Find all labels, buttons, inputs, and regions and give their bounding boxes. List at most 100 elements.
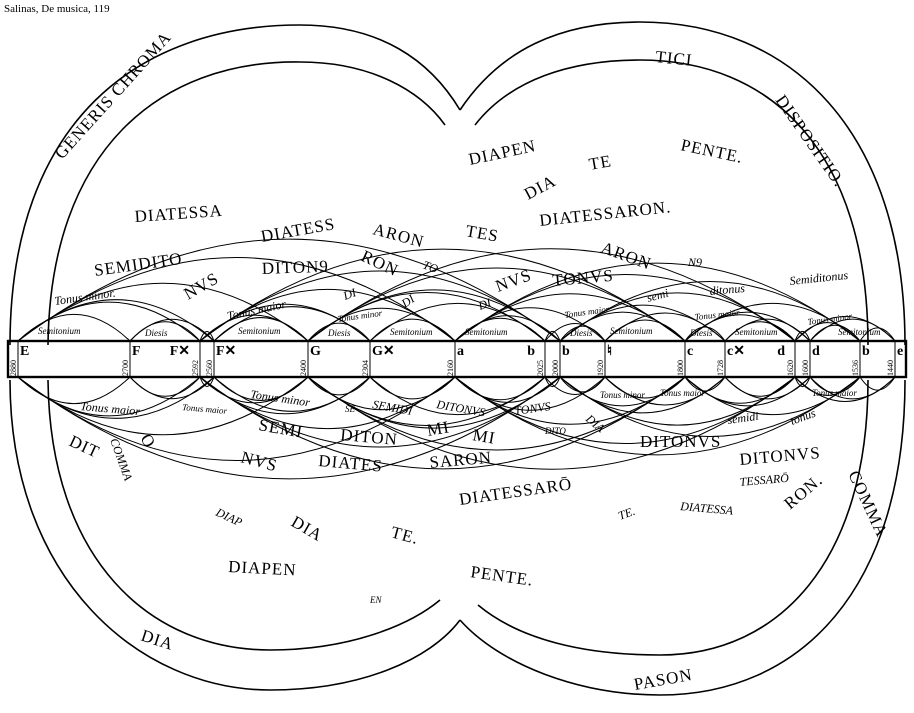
label-ditonus-small: ditonus [709, 281, 746, 298]
label-b-ditonus-1: DITONVS [434, 397, 486, 419]
note-name: a [457, 344, 464, 359]
note-name: b [862, 344, 870, 359]
label-b-diapen: DIAPEN [228, 557, 297, 580]
inner-bottom-right-arc [477, 379, 869, 656]
label-nus-2: NVS [493, 265, 534, 296]
label-b-tonus-maior-4: Tonus maior [812, 388, 857, 398]
inner-top-left-arc [47, 61, 446, 346]
label-semitonium-2: Semitonium [238, 326, 281, 336]
interval-arc-top [199, 248, 686, 342]
note-ratio-value: 2880 [9, 360, 18, 376]
interval-arc-bottom [684, 376, 726, 392]
interval-arc-top [544, 330, 561, 342]
interval-arc-top [369, 318, 456, 342]
interval-arc-top [17, 257, 456, 342]
interval-arc-top [684, 326, 726, 342]
interval-arc-bottom [129, 376, 215, 400]
label-b-semi: SEMI [257, 415, 304, 441]
label-generis-chroma: GENERIS CHROMA [51, 28, 175, 163]
arc-structure: E2880F2700F✕2592F✕2560G2400G✕2304a2160b2… [6, 21, 908, 696]
label-semiditonus: Semiditonus [789, 268, 849, 288]
label-di-3: DI [475, 295, 494, 313]
label-aron-1: ARON [371, 220, 426, 252]
label-semitonium-5: Semitonium [610, 326, 653, 336]
label-di-1: DI [340, 285, 359, 303]
label-b-mi-1: MI [425, 417, 451, 440]
interval-arc-bottom [199, 376, 686, 470]
label-b-diap: DIAP [213, 505, 245, 530]
label-tonus-maior-1: Tonus maior [226, 297, 288, 323]
label-b-tonus-minor-2: Tonus minor [600, 390, 645, 400]
interval-arc-bottom [544, 376, 561, 388]
label-b-ditonus-3: DITONVS [739, 443, 822, 469]
note-name: E [20, 344, 29, 359]
label-b-diatessa: DIATESSA [679, 499, 735, 518]
label-diesis-4: Diesis [689, 328, 713, 338]
interval-arc-top [859, 327, 896, 342]
note-name: F [132, 344, 141, 359]
label-semitonium-3: Semitonium [390, 327, 433, 337]
interval-arc-bottom [199, 376, 215, 387]
label-semidito: SEMIDITO [93, 249, 184, 280]
label-b-tonus-maior-3: Tonus maior [660, 388, 705, 398]
label-b-comma-1: COMMA [107, 436, 135, 483]
interval-arc-bottom [307, 376, 796, 470]
label-b-tonus-2: tonus [788, 406, 818, 428]
label-semi: semi [645, 286, 670, 305]
note-ratio-value: 2700 [121, 360, 130, 376]
pitch-band [6, 339, 908, 379]
label-b-tonus-maior-2: Tonus maior [182, 402, 228, 416]
note-name: c [687, 344, 693, 359]
label-diatessaron: DIATESSARON. [538, 197, 672, 230]
interval-arc-bottom [199, 376, 456, 430]
interval-arcs [17, 238, 896, 480]
note-ratio-value: 1440 [886, 360, 895, 376]
label-tonus-maior-2: Tonus maior [564, 304, 610, 320]
note-ratio-value: 2592 [191, 360, 200, 376]
label-ron: RON [358, 246, 401, 280]
inner-bottom-left-arc [47, 379, 441, 651]
label-dia-top: DIA [521, 171, 559, 203]
label-b-ditonus-2: DITONVS [640, 432, 721, 451]
note-ratio-value: 2560 [205, 360, 214, 376]
label-semitonium-7: Semitonium [838, 327, 881, 337]
label-b-diates: DIATES [318, 451, 384, 476]
label-diapen: DIAPEN [467, 136, 538, 169]
note-name: b [562, 344, 570, 359]
label-b-se: SE [345, 404, 356, 414]
label-tonus-minor-3: Tonus minor [807, 311, 853, 327]
outer-top-left-arc [9, 24, 461, 346]
label-tici: TICI [655, 47, 694, 70]
label-semitonium-4: Semitonium [465, 327, 508, 337]
interval-arc-top [794, 316, 896, 342]
interval-arc-top [129, 318, 215, 342]
label-diesis-1: Diesis [144, 328, 168, 338]
note-ratio-value: 2400 [299, 360, 308, 376]
interval-arc-bottom [794, 376, 811, 388]
label-b-pente: PENTE. [469, 562, 534, 590]
label-dispositio: DISPOSITIO. [772, 91, 849, 190]
note-ratio-value: 1800 [676, 360, 685, 376]
label-b-tonus: TONVS [513, 399, 551, 418]
note-name: b [527, 344, 535, 359]
interval-arc-bottom [454, 376, 861, 456]
label-b-diton: DITON [340, 425, 399, 449]
note-ratio-value: 2304 [361, 360, 370, 376]
note-name: F✕ [216, 344, 236, 359]
interval-arc-bottom [794, 376, 896, 402]
note-ratio-value: 1536 [851, 360, 860, 376]
note-name: d [812, 344, 820, 359]
note-name: ♮ [607, 344, 612, 359]
label-to: TO [421, 258, 440, 276]
interval-arc-bottom [17, 376, 561, 480]
interval-arc-bottom [859, 376, 896, 391]
interval-arc-top [794, 322, 861, 342]
label-tonus-minor-2: Tonus minor [337, 308, 383, 324]
label-diatessa: DIATESSA [134, 201, 223, 226]
note-ratio-value: 1728 [716, 360, 725, 376]
label-te-top: TE [587, 151, 613, 174]
interval-arc-top [794, 330, 811, 342]
interval-arc-bottom [369, 376, 456, 400]
